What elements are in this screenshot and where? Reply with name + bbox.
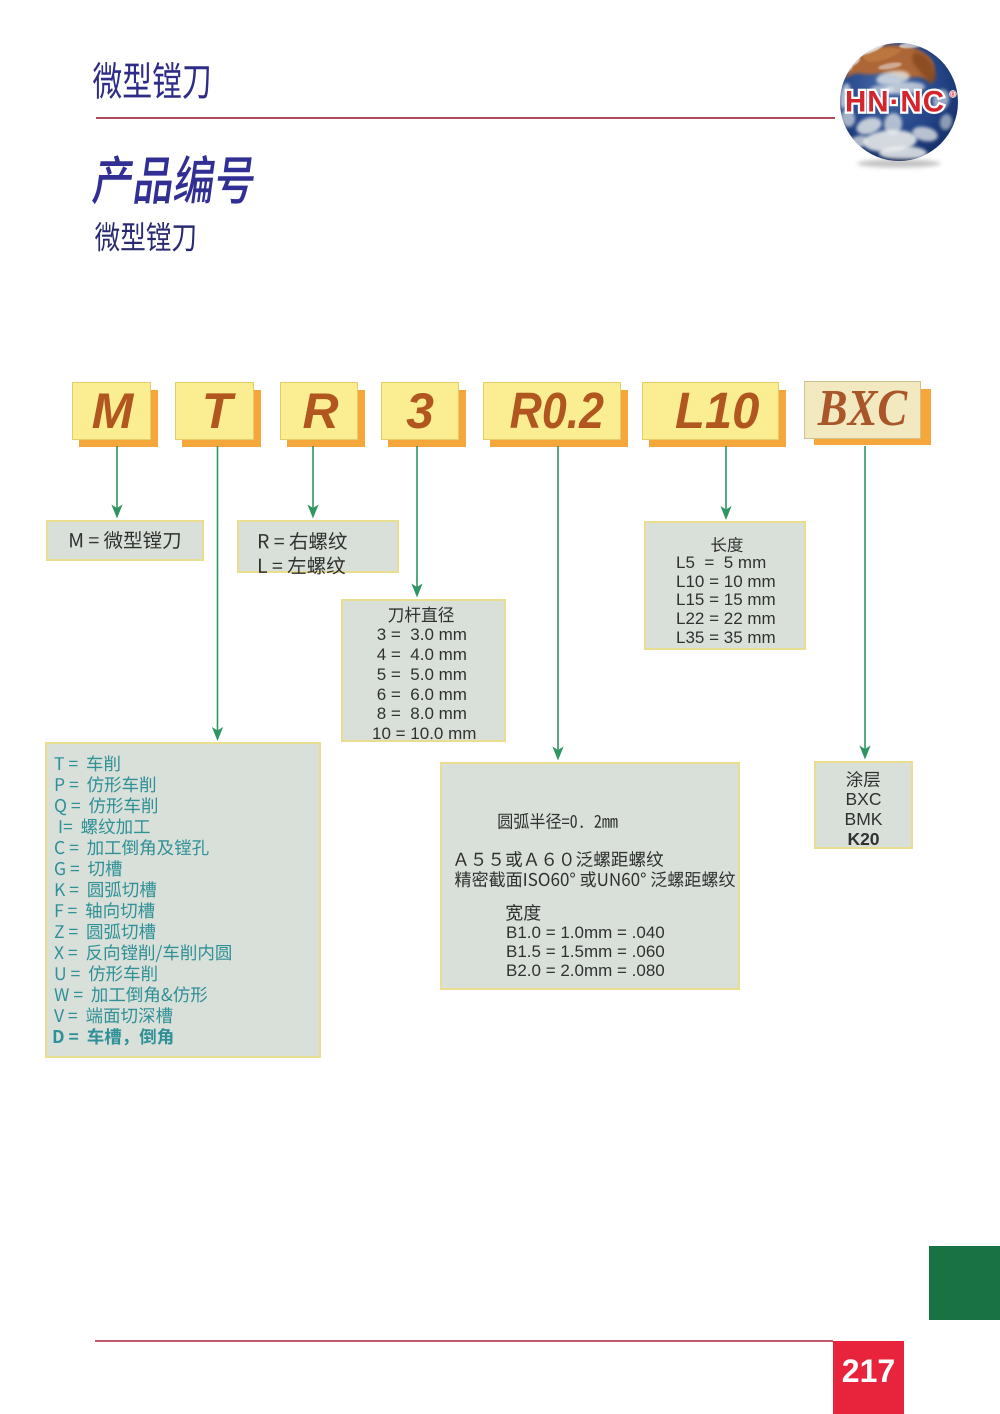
svg-text:®: ®	[950, 90, 956, 99]
svg-text:HN·NC: HN·NC	[845, 86, 945, 119]
